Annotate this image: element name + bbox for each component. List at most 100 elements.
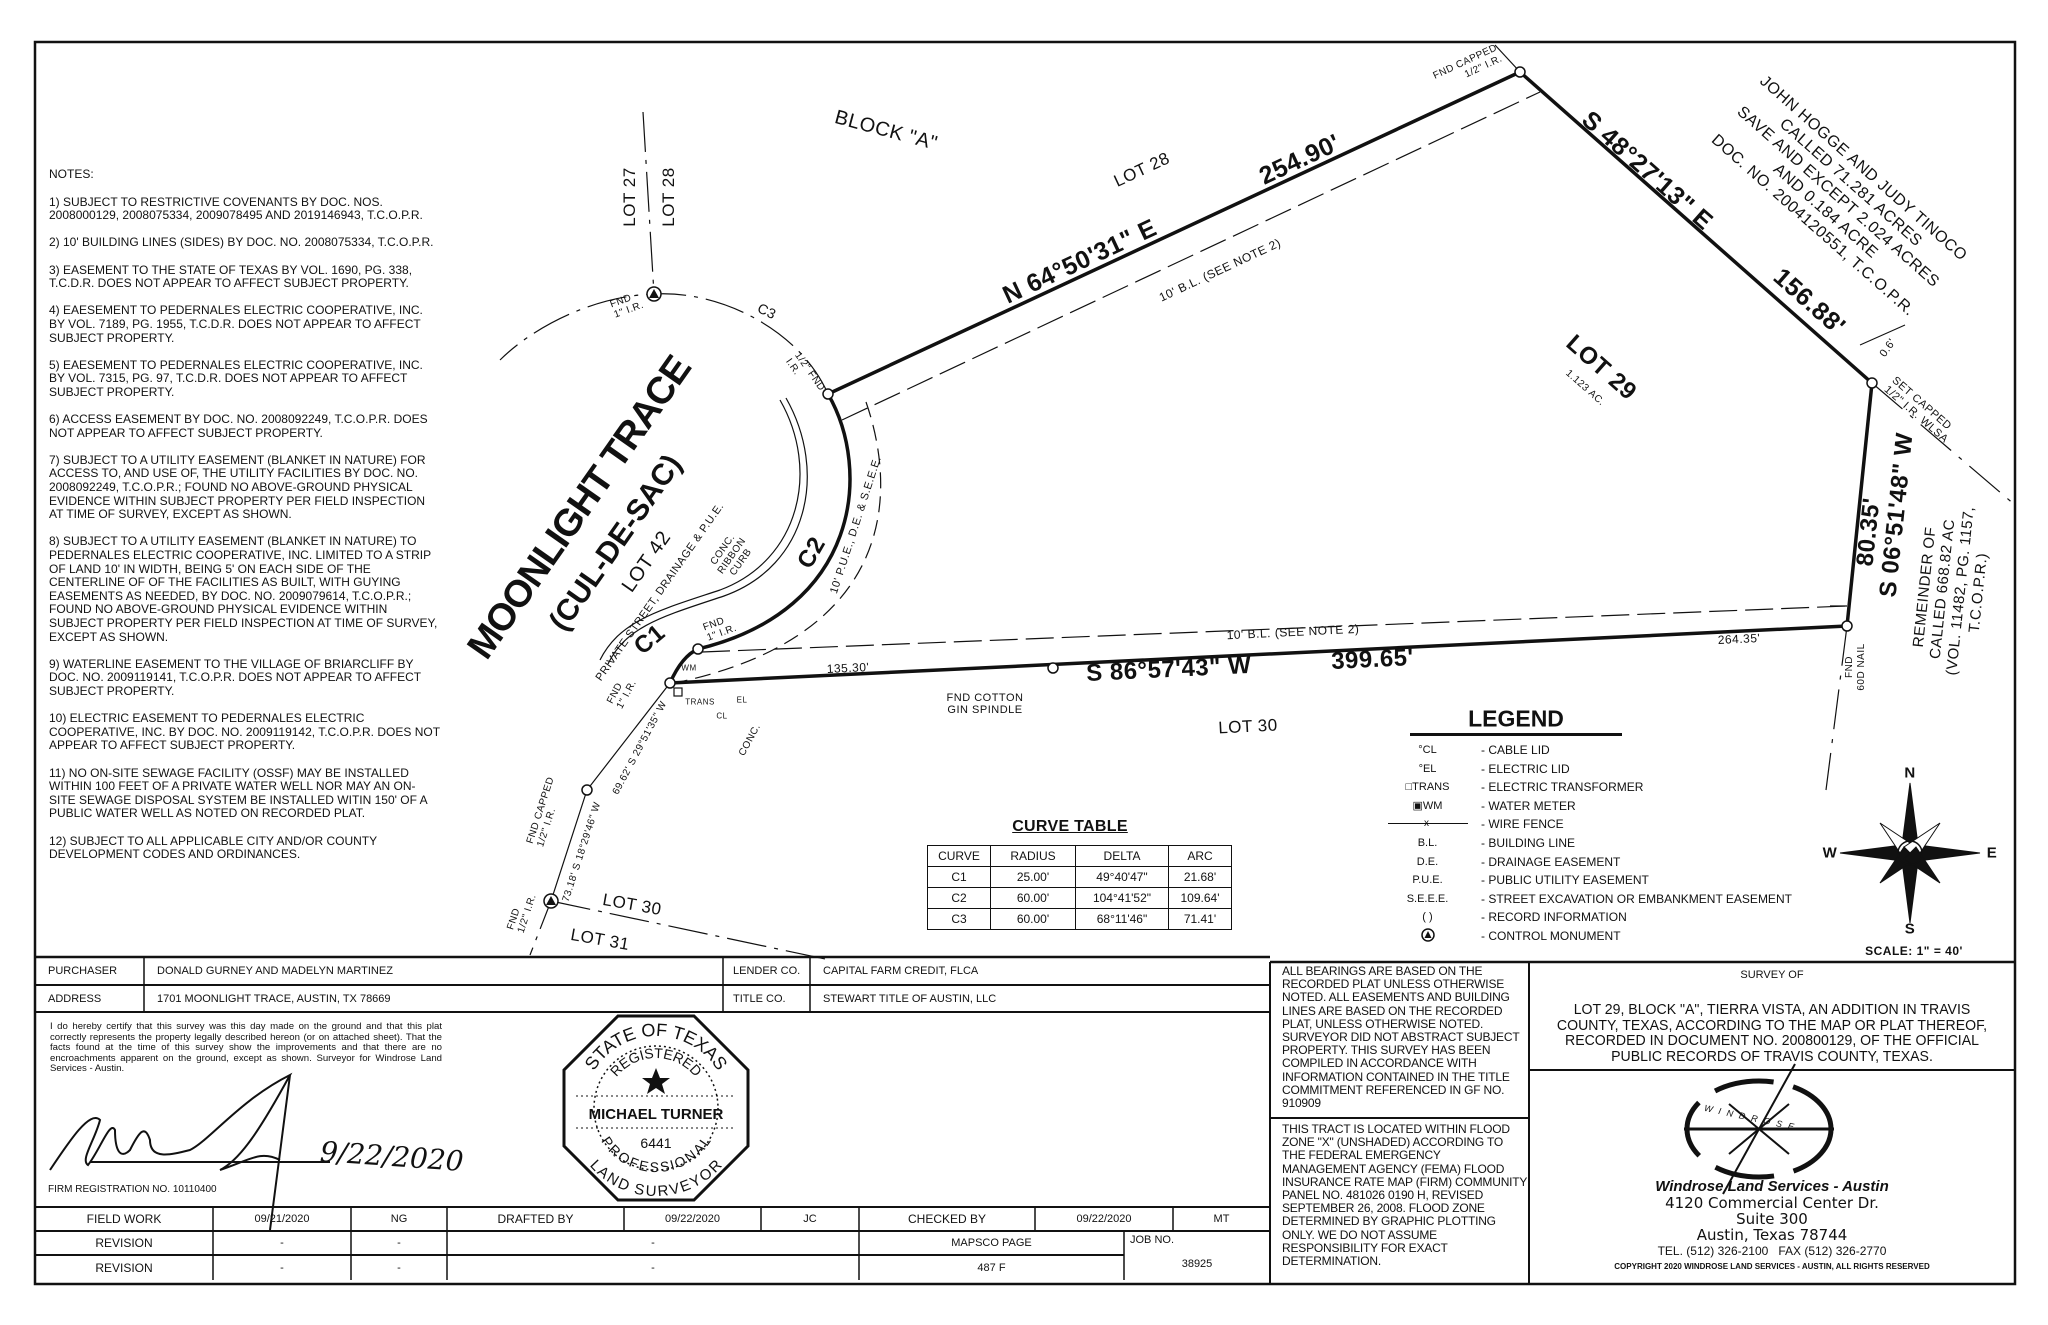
monument-text: FND	[1844, 655, 1855, 679]
address-line: Austin, Texas 78744	[1696, 1226, 1848, 1244]
job-number-label: JOB NO.	[1130, 1234, 1175, 1246]
compass-north: N	[1904, 764, 1916, 782]
table-cell: 49°40'47"	[1075, 866, 1169, 888]
transformer-icon: □TRANS	[1405, 781, 1450, 794]
checked-label: CHECKED BY	[907, 1212, 987, 1226]
note-item: 6) ACCESS EASEMENT BY DOC. NO. 200809224…	[49, 412, 428, 440]
electric-lid-icon: °EL	[1418, 762, 1437, 775]
column-header: ARC	[1168, 845, 1232, 867]
mapsco-value: 487 F	[977, 1261, 1006, 1274]
monument-text: GIN SPINDLE	[947, 704, 1023, 716]
revision-label: REVISION	[95, 1260, 153, 1275]
legend-label: - BUILDING LINE	[1481, 836, 1576, 850]
fnd-nail-label: FND 60D NAIL	[1844, 643, 1868, 690]
cable-lid-icon: °CL	[1418, 744, 1437, 756]
legend-label: - WIRE FENCE	[1481, 817, 1564, 832]
job-number-value: 38925	[1181, 1258, 1213, 1270]
surveyor-seal: STATE OF TEXAS REGISTERED MICHAEL TURNER…	[562, 1014, 750, 1202]
column-header: RADIUS	[990, 845, 1076, 867]
legend-item: x - WIRE FENCE	[1380, 815, 1800, 833]
compass-west: W	[1822, 844, 1838, 862]
table-cell: 109.64'	[1168, 887, 1232, 909]
drafted-initials: JC	[803, 1213, 817, 1225]
copyright: COPYRIGHT 2020 WINDROSE LAND SERVICES - …	[1614, 1262, 1930, 1271]
electric-lid-label: EL	[736, 695, 748, 705]
legend-label: - STREET EXCAVATION OR EMBANKMENT EASEME…	[1481, 891, 1792, 906]
wire-fence-icon: x	[1380, 818, 1475, 830]
control-monument-icon	[1380, 927, 1475, 945]
surveyor-signature	[49, 1072, 330, 1231]
note-item: 10) ELECTRIC EASEMENT TO PEDERNALES ELEC…	[49, 711, 440, 753]
lender-value: CAPITAL FARM CREDIT, FLCA	[823, 965, 979, 977]
table-cell: 68°11'46"	[1075, 908, 1169, 930]
legend-label: - DRAINAGE EASEMENT	[1481, 854, 1621, 869]
revision-date: -	[280, 1261, 284, 1274]
legend-item: ( )- RECORD INFORMATION	[1380, 908, 1800, 926]
legend-symbol: P.U.E.	[1412, 874, 1443, 887]
legend-symbol: D.E.	[1416, 855, 1439, 868]
address-label: ADDRESS	[48, 992, 102, 1005]
bearings-note: ALL BEARINGS ARE BASED ON THE RECORDED P…	[1282, 964, 1520, 1111]
note-item: 5) EAESEMENT TO PEDERNALES ELECTRIC COOP…	[49, 357, 423, 399]
survey-line: PUBLIC RECORDS OF TRAVIS COUNTY, TEXAS.	[1611, 1047, 1933, 1065]
note-item: 1) SUBJECT TO RESTRICTIVE COVENANTS BY D…	[49, 194, 423, 223]
lender-label: LENDER CO.	[733, 965, 801, 977]
monument-text: 60D NAIL	[1856, 643, 1867, 691]
legend-item: °CL- CABLE LID	[1380, 741, 1800, 759]
survey-lines: LOT 29, BLOCK "A", TIERRA VISTA, AN ADDI…	[1546, 1002, 1997, 1064]
north-arrow-icon	[1839, 782, 1981, 924]
purchaser-label: PURCHASER	[48, 965, 118, 977]
legend-item: □TRANS - ELECTRIC TRANSFORMER	[1380, 778, 1800, 796]
revision-label: REVISION	[95, 1236, 153, 1250]
legend-label: - ELECTRIC TRANSFORMER	[1481, 780, 1644, 795]
column-header: CURVE	[927, 845, 991, 867]
table-cell: 71.41'	[1168, 908, 1232, 930]
survey-line: COUNTY, TEXAS, ACCORDING TO THE MAP OR P…	[1556, 1016, 1988, 1034]
revision-initials: -	[397, 1261, 401, 1274]
compass-east: E	[1986, 844, 1998, 862]
table-cell: C2	[927, 887, 991, 909]
south-segment-east: 264.35'	[1717, 630, 1761, 648]
note-item: 3) EASEMENT TO THE STATE OF TEXAS BY VOL…	[49, 262, 413, 291]
fnd-cotton-gin-spindle-label: FND COTTON GIN SPINDLE	[947, 692, 1024, 716]
note-item: 8) SUBJECT TO A UTILITY EASEMENT (BLANKE…	[49, 534, 438, 644]
note-item: 9) WATERLINE EASEMENT TO THE VILLAGE OF …	[49, 656, 421, 698]
address-line: 4120 Commercial Center Dr.	[1665, 1194, 1879, 1212]
note-item: 7) SUBJECT TO A UTILITY EASEMENT (BLANKE…	[49, 452, 426, 522]
legend-item: °EL - ELECTRIC LID	[1380, 760, 1800, 778]
water-meter-icon: ▣WM	[1412, 800, 1443, 813]
address-line: Suite 300	[1736, 1210, 1808, 1228]
legend-title: LEGEND	[1468, 705, 1564, 732]
field-work-date: 09/21/2020	[254, 1213, 310, 1225]
company-address: 4120 Commercial Center Dr. Suite 300 Aus…	[1532, 1195, 2012, 1243]
cable-lid-label: CL	[716, 711, 728, 721]
table-cell: 104°41'52"	[1075, 887, 1169, 909]
south-line-distance: 399.65'	[1330, 644, 1415, 676]
flood-zone-note: THIS TRACT IS LOCATED WITHIN FLOOD ZONE …	[1282, 1122, 1528, 1269]
title-company-value: STEWART TITLE OF AUSTIN, LLC	[823, 992, 997, 1005]
lot-28-vertical-label: LOT 28	[659, 167, 678, 227]
water-meter-label: WM	[681, 663, 697, 673]
company-name: Windrose Land Services - Austin	[1655, 1178, 1889, 1195]
survey-line: RECORDED IN DOCUMENT NO. 200800129, OF T…	[1565, 1032, 1979, 1049]
firm-registration: FIRM REGISTRATION NO. 10110400	[48, 1183, 217, 1195]
compass-south: S	[1904, 920, 1916, 938]
note-item: 4) EAESEMENT TO PEDERNALES ELECTRIC COOP…	[49, 303, 423, 345]
checked-date: 09/22/2020	[1076, 1213, 1132, 1225]
legend-symbol: S.E.E.E.	[1406, 892, 1449, 905]
legend-item: ▣WM- WATER METER	[1380, 797, 1800, 815]
curve-table-title: CURVE TABLE	[1012, 818, 1128, 835]
lot-27-label: LOT 27	[620, 167, 639, 227]
survey-description: LOT 29, BLOCK "A", TIERRA VISTA, AN ADDI…	[1532, 1002, 2012, 1064]
transformer-label: TRANS	[685, 697, 715, 707]
legend-item: S.E.E.E. - STREET EXCAVATION OR EMBANKMEN…	[1380, 890, 1800, 908]
monument-text: FND COTTON	[946, 692, 1024, 704]
legend-label: - ELECTRIC LID	[1481, 761, 1570, 776]
lot-29-boundary	[668, 70, 1874, 685]
note-item: 11) NO ON-SITE SEWAGE FACILITY (OSSF) MA…	[49, 765, 427, 821]
table-cell: C3	[927, 908, 991, 930]
